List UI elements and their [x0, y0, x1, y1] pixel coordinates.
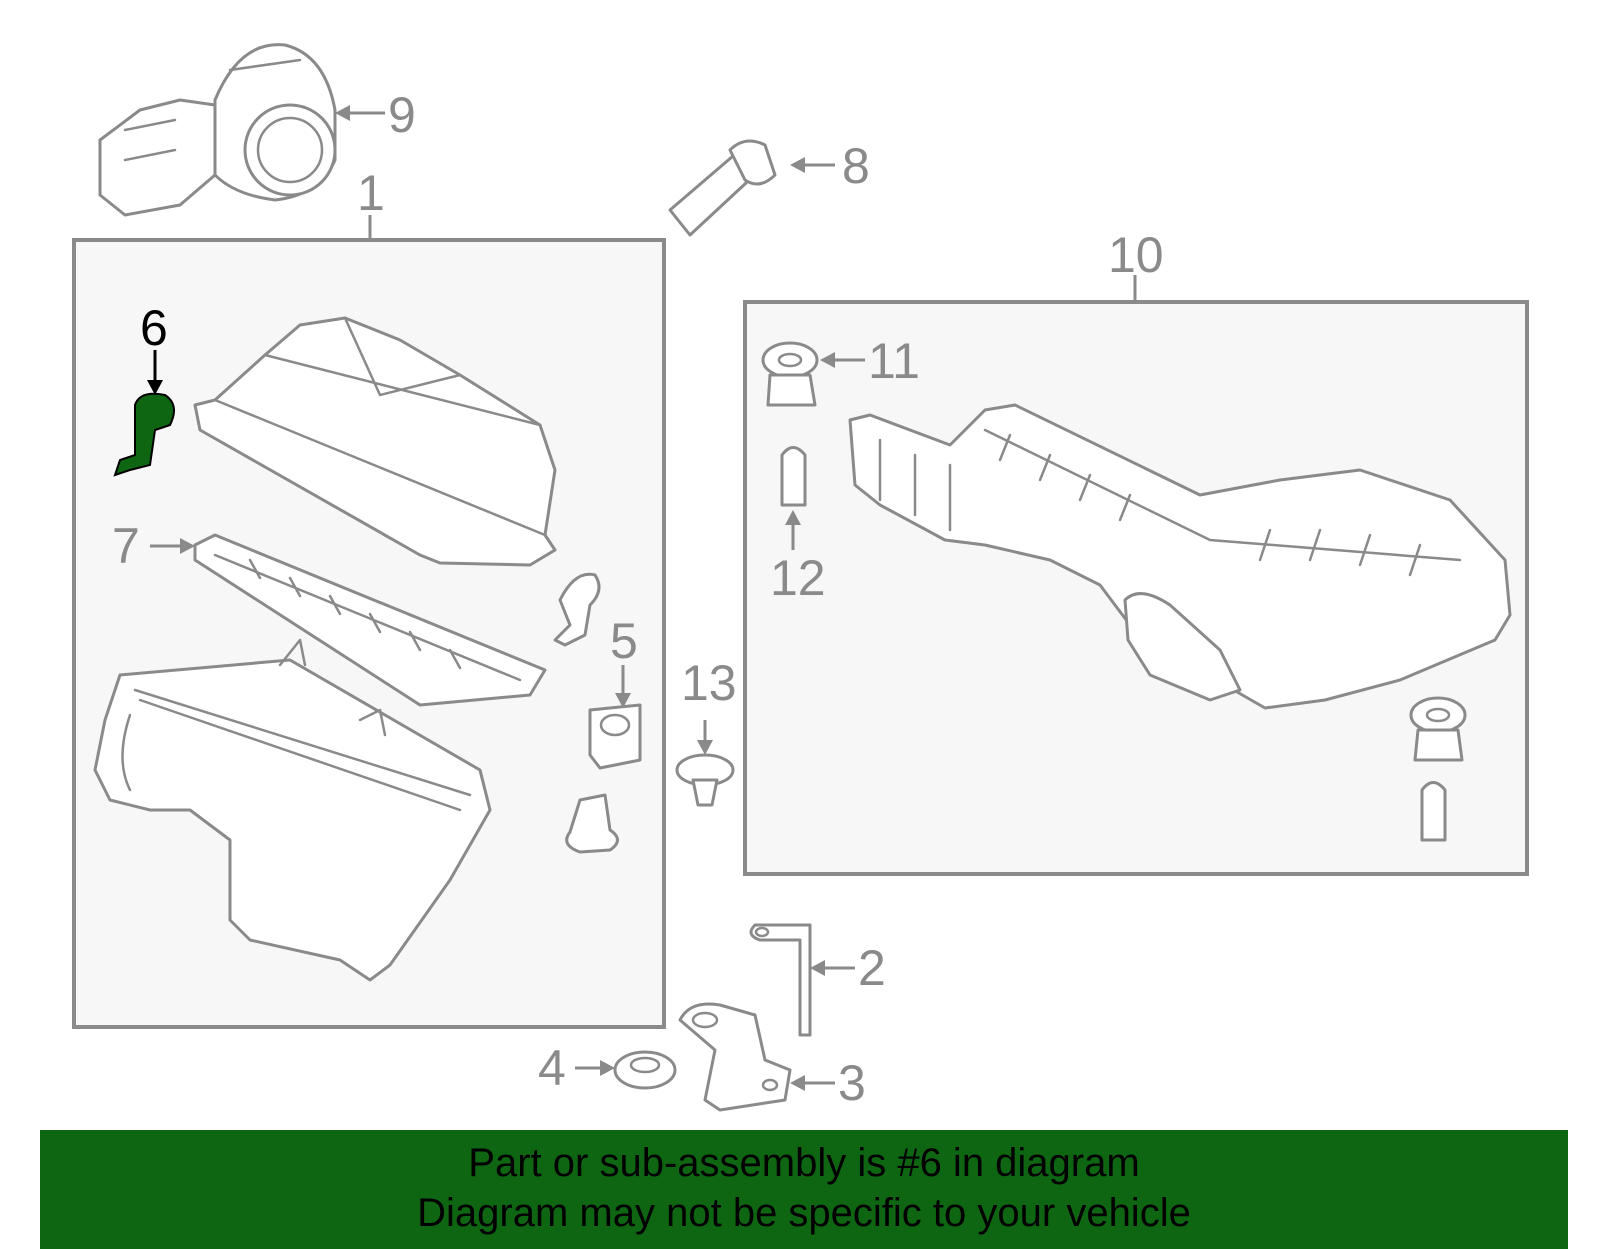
- part-1-upper-cover[interactable]: [193, 316, 557, 567]
- part-hose-clip[interactable]: [553, 572, 601, 647]
- banner-line-2: Diagram may not be specific to your vehi…: [417, 1191, 1191, 1235]
- callout-8: 8: [842, 138, 870, 194]
- part-13-clip[interactable]: [675, 753, 735, 807]
- part-5-grommet-lower[interactable]: [565, 793, 619, 854]
- callout-12: 12: [770, 550, 826, 606]
- part-11-grommet-right[interactable]: [1409, 696, 1467, 762]
- part-2-rod[interactable]: [749, 923, 812, 1037]
- part-3-bracket[interactable]: [678, 1002, 792, 1112]
- callout-3: 3: [838, 1055, 866, 1111]
- callout-7: 7: [112, 518, 140, 574]
- part-5-grommet[interactable]: [588, 703, 642, 770]
- part-7-filter[interactable]: [193, 533, 547, 707]
- callout-10: 10: [1108, 227, 1164, 283]
- callout-6: 6: [140, 300, 168, 356]
- part-1-lower-case[interactable]: [93, 638, 492, 982]
- callout-4: 4: [538, 1040, 566, 1096]
- callout-5: 5: [610, 613, 638, 669]
- info-banner: Part or sub-assembly is #6 in diagram Di…: [40, 1130, 1568, 1249]
- callout-1: 1: [357, 165, 385, 221]
- callout-9: 9: [388, 87, 416, 143]
- callout-2: 2: [858, 940, 886, 996]
- part-6-bracket[interactable]: [113, 392, 175, 477]
- part-12-pin-right[interactable]: [1420, 781, 1447, 842]
- callout-11: 11: [868, 333, 920, 389]
- part-12-pin[interactable]: [780, 446, 807, 507]
- part-10-intake-duct[interactable]: [848, 403, 1512, 710]
- banner-line-1: Part or sub-assembly is #6 in diagram: [468, 1141, 1140, 1185]
- part-4-grommet[interactable]: [613, 1050, 677, 1090]
- part-8-sensor[interactable]: [668, 139, 777, 237]
- leader-lines: [147, 105, 1137, 1091]
- callout-13: 13: [681, 655, 737, 711]
- part-9-meter[interactable]: [98, 43, 337, 217]
- part-11-grommet[interactable]: [761, 341, 819, 407]
